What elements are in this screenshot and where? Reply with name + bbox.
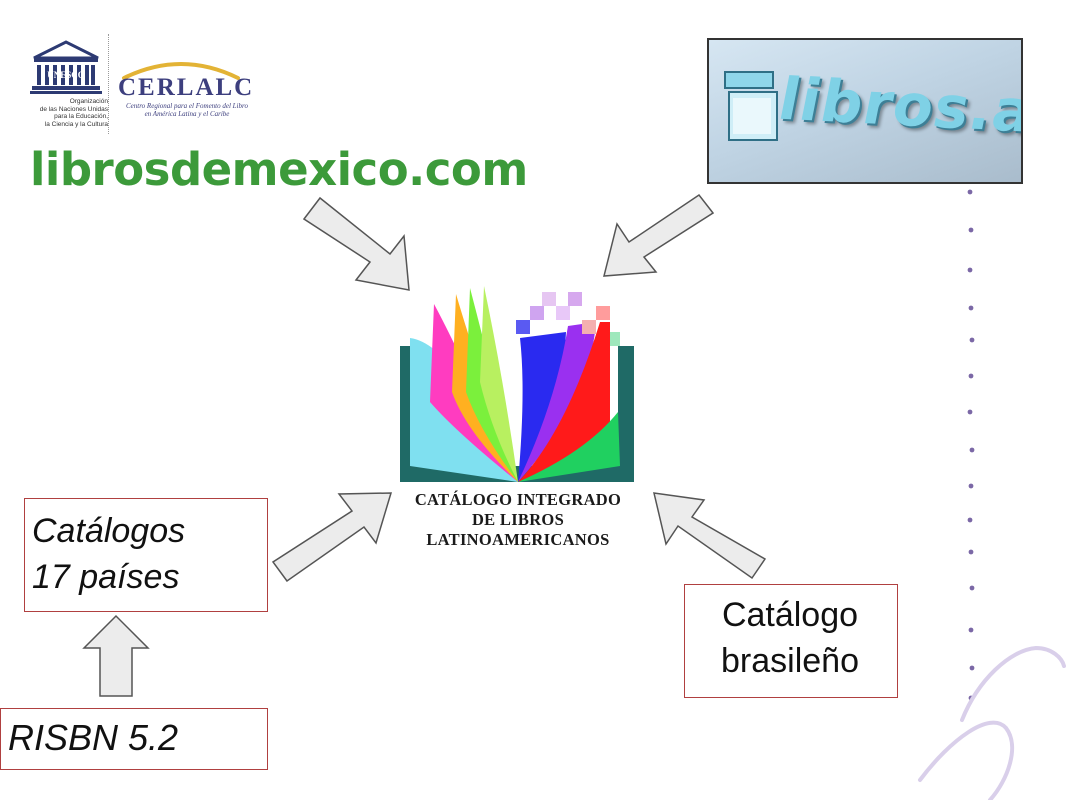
unesco-org-line: Organización <box>69 98 108 105</box>
unesco-org-line: la Ciencia y la Cultura <box>44 120 108 128</box>
unesco-wordmark: UNESCO <box>47 70 85 80</box>
librosar-wordmark: libros.ar <box>779 64 1023 148</box>
cerlalc-arc-icon <box>122 62 240 80</box>
catalogos-line-2: 17 países <box>32 558 180 596</box>
unesco-org-line: para la Educación, <box>54 113 108 120</box>
cerlalc-logo-name: CERLALC <box>118 74 255 101</box>
catalog-caption-line-3: LATINOAMERICANOS <box>426 530 610 549</box>
catalog-book-logo <box>400 286 634 482</box>
librosar-logo: libros.ar <box>707 38 1023 184</box>
brasil-line-2: brasileño <box>721 642 859 680</box>
risbn-label: RISBN 5.2 <box>8 717 179 758</box>
librosdemexico-logo: librosdemexico.com <box>30 143 528 196</box>
swirl-curve-1 <box>960 645 1066 722</box>
unesco-org-text: Organización de las Naciones Unidas para… <box>20 98 108 128</box>
brasil-label: Catálogo brasileño <box>684 592 896 684</box>
arrow-from-librosar <box>603 193 715 277</box>
swirl-curve-2 <box>918 720 1015 800</box>
unesco-temple-logo: UNESCO <box>30 40 102 94</box>
catalog-caption-line-1: CATÁLOGO INTEGRADO <box>414 490 622 509</box>
catalogos-label: Catálogos 17 países <box>32 508 185 600</box>
brasil-box <box>684 584 898 698</box>
logo-divider <box>108 34 109 134</box>
brasil-line-1: Catálogo <box>721 596 859 634</box>
cerlalc-tagline: Centro Regional para el Fomento del Libr… <box>126 102 248 118</box>
arrow-from-librosdemexico <box>302 196 410 291</box>
unesco-org-line: de las Naciones Unidas <box>39 105 108 113</box>
decorative-dots-swirl <box>918 189 1066 800</box>
arrow-from-brasil <box>653 492 767 580</box>
book-stack-icon <box>724 71 778 141</box>
risbn-box <box>0 708 268 770</box>
arrow-from-catalogos <box>271 492 393 583</box>
dotted-line <box>967 189 975 701</box>
catalogos-line-1: Catálogos <box>32 512 186 550</box>
arrow-risbn-to-catalogos <box>82 614 150 697</box>
catalog-caption-line-2: DE LIBROS <box>471 510 565 529</box>
catalogos-box <box>24 498 268 612</box>
